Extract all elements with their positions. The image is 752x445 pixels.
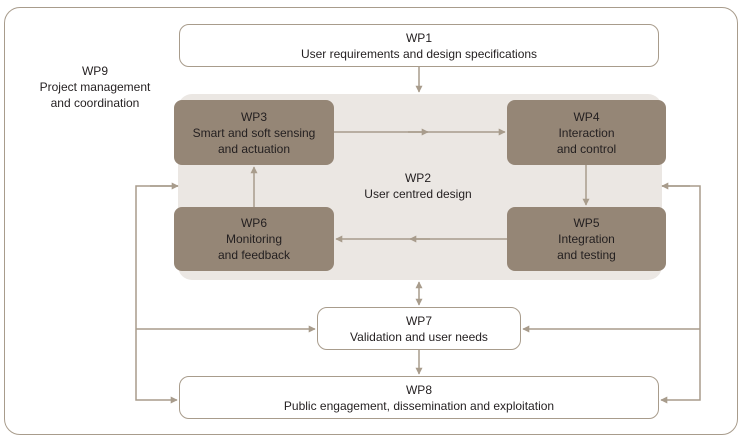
wp9-code: WP9 [81, 64, 108, 78]
wp7-code: WP7 [405, 313, 432, 328]
wp8-code: WP8 [405, 382, 432, 397]
wp3-line1: Smart and soft sensing [192, 125, 316, 140]
wp1-code: WP1 [405, 30, 432, 45]
wp3-line2: and actuation [217, 141, 291, 156]
wp6-box: WP6 Monitoring and feedback [174, 207, 334, 271]
wp9-label: WP9 Project management and coordination [20, 63, 170, 111]
wp5-code: WP5 [573, 216, 600, 230]
wp4-code: WP4 [573, 109, 600, 124]
wp3-box: WP3 Smart and soft sensing and actuation [174, 100, 334, 165]
project-frame [4, 7, 738, 435]
wp2-code: WP2 [404, 171, 431, 185]
wp7-title: Validation and user needs [350, 329, 488, 344]
wp6-line1: Monitoring [225, 232, 283, 246]
wp5-line2: and testing [557, 248, 616, 262]
wp3-code: WP3 [240, 109, 267, 124]
wp8-title: Public engagement, dissemination and exp… [283, 398, 555, 413]
wp4-line2: and control [556, 141, 617, 156]
wp9-line1: Project management [39, 80, 151, 94]
wp2-title: User centred design [364, 187, 472, 201]
wp1-box: WP1 User requirements and design specifi… [179, 24, 659, 67]
wp8-box: WP8 Public engagement, dissemination and… [179, 376, 659, 419]
right-feedback-line [660, 185, 701, 404]
wp5-line1: Integration [558, 232, 615, 246]
wp2-label: WP2 User centred design [318, 170, 518, 202]
wp1-title: User requirements and design specificati… [300, 46, 538, 61]
left-feedback-line [135, 185, 178, 404]
wp4-box: WP4 Interaction and control [507, 100, 666, 165]
wp4-line1: Interaction [558, 125, 615, 140]
wp6-line2: and feedback [217, 248, 291, 262]
wp5-box: WP5 Integration and testing [507, 207, 666, 271]
wp6-code: WP6 [240, 216, 267, 230]
wp9-line2: and coordination [50, 96, 140, 110]
wp7-box: WP7 Validation and user needs [317, 307, 521, 350]
